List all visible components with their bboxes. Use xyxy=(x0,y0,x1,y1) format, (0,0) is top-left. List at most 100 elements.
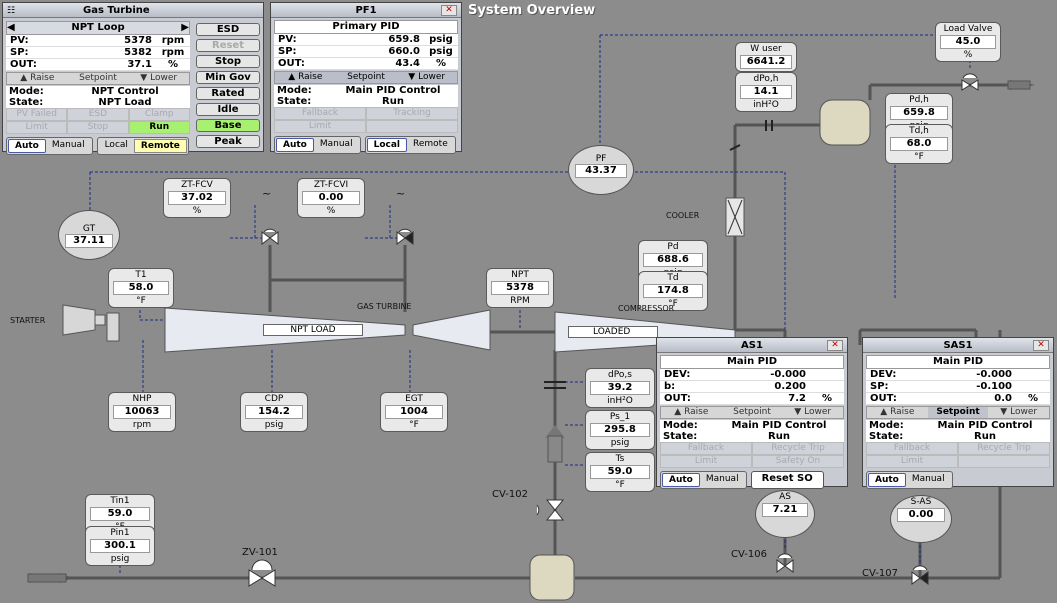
auto-manual-toggle[interactable]: Auto Manual xyxy=(660,471,747,489)
esd-button[interactable]: ESD xyxy=(196,23,260,36)
b-value: 0.200 xyxy=(774,381,806,392)
auto-button[interactable]: Auto xyxy=(662,473,700,487)
panel-menu-icon[interactable]: ☷ xyxy=(7,6,16,16)
status-recycle-trip: Recycle Trip xyxy=(752,442,844,455)
reset-button[interactable]: Reset xyxy=(196,39,260,52)
next-loop-icon[interactable]: ▶ xyxy=(181,22,189,33)
panel-title: SAS1 xyxy=(943,340,973,351)
remote-button[interactable]: Remote xyxy=(413,139,448,149)
dev-value: -0.000 xyxy=(976,369,1012,380)
manual-button[interactable]: Manual xyxy=(911,474,945,484)
pv-value: 659.8 xyxy=(388,34,420,45)
prev-loop-icon[interactable]: ◀ xyxy=(7,22,15,33)
setpoint-button[interactable]: Setpoint xyxy=(79,73,117,83)
panel-subtitle: Primary PID xyxy=(274,20,458,34)
status-empty xyxy=(958,455,1050,468)
status-esd: ESD xyxy=(67,108,129,121)
status-clamp: Clamp xyxy=(128,108,190,121)
manual-button[interactable]: Manual xyxy=(319,139,353,149)
dev-value: -0.000 xyxy=(770,369,806,380)
raise-button[interactable]: ▲ Raise xyxy=(20,73,55,83)
close-icon[interactable]: ✕ xyxy=(1033,340,1049,351)
panel-title: AS1 xyxy=(741,340,763,351)
close-icon[interactable]: ✕ xyxy=(441,5,457,16)
auto-button[interactable]: Auto xyxy=(868,473,906,487)
panel-title: Gas Turbine xyxy=(83,5,150,16)
panel-subtitle: Main PID xyxy=(866,355,1050,369)
local-remote-toggle[interactable]: Local Remote xyxy=(96,137,189,155)
status-limit: Limit xyxy=(6,121,68,134)
panel-title: PF1 xyxy=(355,5,377,16)
lower-button[interactable]: ▼ Lower xyxy=(140,73,178,83)
rated-button[interactable]: Rated xyxy=(196,87,260,100)
starter-label: STARTER xyxy=(10,316,46,325)
manual-button[interactable]: Manual xyxy=(705,474,739,484)
state-value: Run xyxy=(768,431,790,442)
out-row: OUT:37.1% xyxy=(6,59,190,71)
local-remote-toggle[interactable]: Local Remote xyxy=(364,136,456,154)
npt-load-status: NPT LOAD xyxy=(263,324,363,336)
stop-button[interactable]: Stop xyxy=(196,55,260,68)
min-gov-button[interactable]: Min Gov xyxy=(196,71,260,84)
reset-so-button[interactable]: Reset SO xyxy=(750,471,824,489)
out-value: 7.2 xyxy=(788,393,806,404)
manual-button[interactable]: Manual xyxy=(51,140,85,150)
raise-button[interactable]: ▲ Raise xyxy=(288,72,323,82)
loaded-status: LOADED xyxy=(568,326,658,338)
mode-value: Main PID Control xyxy=(937,420,1033,431)
lower-button[interactable]: ▼ Lower xyxy=(794,407,832,417)
cv-106-label: CV-106 xyxy=(731,549,767,560)
setpoint-button[interactable]: Setpoint xyxy=(733,407,771,417)
status-recycle-trip: Recycle Trip xyxy=(958,442,1050,455)
local-button[interactable]: Local xyxy=(366,138,407,152)
setpoint-button[interactable]: Setpoint xyxy=(347,72,385,82)
as1-panel: AS1✕ Main PID DEV:-0.000 b:0.200 OUT:7.2… xyxy=(656,337,848,489)
signal-icon: ~ xyxy=(396,187,406,200)
auto-manual-toggle[interactable]: Auto Manual xyxy=(274,136,361,154)
auto-manual-toggle[interactable]: Auto Manual xyxy=(866,471,953,489)
local-button[interactable]: Local xyxy=(104,140,128,150)
loop-selector[interactable]: ◀ NPT Loop ▶ xyxy=(6,21,190,35)
lower-button[interactable]: ▼ Lower xyxy=(1000,407,1038,417)
raise-button[interactable]: ▲ Raise xyxy=(880,407,915,417)
auto-button[interactable]: Auto xyxy=(276,138,314,152)
close-icon[interactable]: ✕ xyxy=(827,340,843,351)
peak-button[interactable]: Peak xyxy=(196,135,260,148)
lower-button[interactable]: ▼ Lower xyxy=(408,72,446,82)
setpoint-button[interactable]: Setpoint xyxy=(927,407,989,418)
raise-button[interactable]: ▲ Raise xyxy=(674,407,709,417)
base-button[interactable]: Base xyxy=(196,119,260,132)
status-limit: Limit xyxy=(660,455,752,468)
remote-button[interactable]: Remote xyxy=(133,139,187,153)
auto-manual-toggle[interactable]: Auto Manual xyxy=(6,137,93,155)
idle-button[interactable]: Idle xyxy=(196,103,260,116)
status-limit: Limit xyxy=(866,455,958,468)
out-value: 0.0 xyxy=(994,393,1012,404)
auto-button[interactable]: Auto xyxy=(8,139,46,153)
state-value: Run xyxy=(974,431,996,442)
state-value: Run xyxy=(382,96,404,107)
status-grid: PV Failed ESD Clamp Limit Stop Run xyxy=(6,108,190,134)
gas-turbine-label: GAS TURBINE xyxy=(357,302,412,311)
